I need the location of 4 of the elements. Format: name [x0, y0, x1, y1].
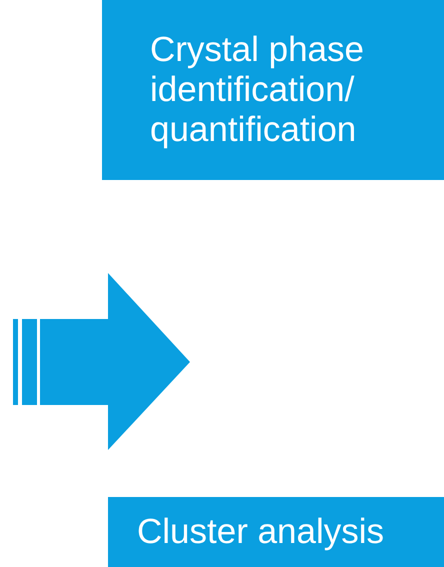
process-box — [108, 497, 444, 567]
box-label: Cluster analysis — [137, 512, 386, 552]
box-label: Crystal phase identification/ quantification — [150, 30, 365, 150]
process-box — [102, 0, 444, 180]
